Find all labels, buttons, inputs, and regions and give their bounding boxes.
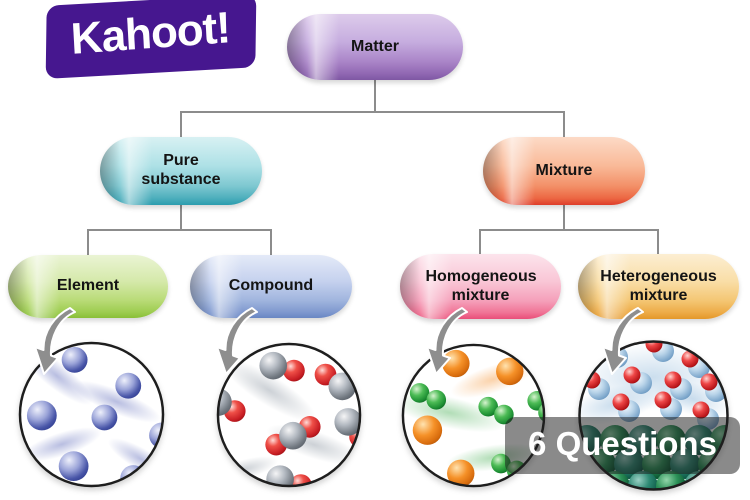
node-compound: Compound [190, 255, 352, 318]
node-element: Element [8, 255, 168, 318]
connector-line [563, 111, 565, 138]
node-mixture-label: Mixture [535, 161, 593, 179]
connector-line [479, 229, 481, 255]
curved-arrow-icon [426, 307, 468, 375]
connector-line [180, 111, 182, 138]
node-pure-substance: Pure substance [100, 137, 262, 205]
node-matter: Matter [287, 14, 463, 80]
connector-line [657, 229, 659, 255]
connector-line [270, 229, 272, 256]
node-pure-substance-label: Pure substance [141, 152, 221, 188]
connector-line [479, 229, 659, 231]
connector-line [87, 229, 272, 231]
connector-line [563, 204, 565, 230]
compound-molecules [217, 343, 361, 487]
connector-line [180, 111, 565, 113]
curved-arrow-icon [216, 307, 258, 375]
kahoot-logo-text: Kahoot! [70, 2, 232, 64]
curved-arrow-icon [602, 307, 644, 375]
curved-arrow-icon [34, 307, 76, 375]
node-heterogeneous-mixture-label: Heterogeneous mixture [600, 267, 717, 304]
node-matter-label: Matter [350, 37, 399, 55]
compound-molecules-illustration [216, 342, 362, 488]
node-homogeneous-mixture: Homogeneous mixture [400, 254, 561, 319]
node-homogeneous-mixture-label: Homogeneous mixture [425, 267, 537, 304]
connector-line [180, 204, 182, 230]
connector-line [87, 229, 89, 256]
node-mixture: Mixture [483, 137, 645, 205]
question-count-badge: 6 Questions [505, 417, 740, 474]
connector-line [374, 80, 376, 112]
node-heterogeneous-mixture: Heterogeneous mixture [578, 254, 739, 319]
kahoot-logo[interactable]: Kahoot! [45, 0, 257, 79]
node-compound-label: Compound [228, 277, 314, 295]
node-element-label: Element [56, 277, 120, 295]
question-count-label: 6 Questions [528, 425, 717, 462]
element-particles-illustration [18, 341, 165, 488]
